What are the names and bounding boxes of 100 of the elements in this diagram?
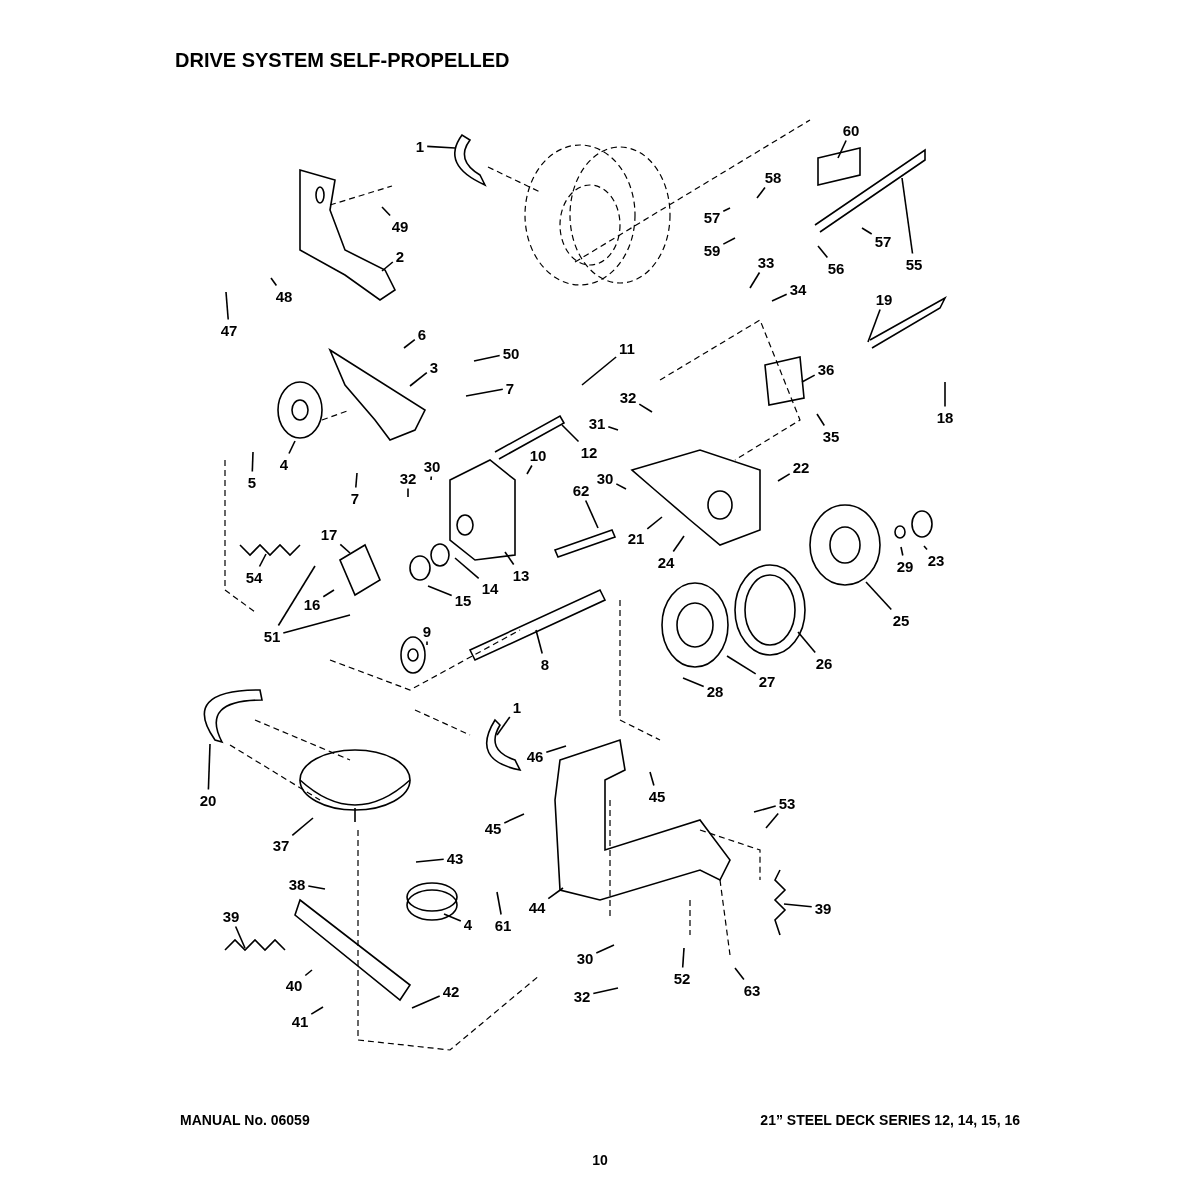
- leader-line: [535, 629, 543, 655]
- leader-line: [584, 499, 599, 529]
- leader-line: [403, 338, 416, 349]
- callout-number: 48: [274, 287, 294, 305]
- leader-line: [722, 237, 736, 245]
- leader-line: [307, 885, 326, 890]
- leader-line: [801, 374, 816, 383]
- leader-line: [777, 473, 791, 482]
- leader-line: [225, 291, 229, 321]
- callout-number: 42: [441, 982, 461, 1000]
- leader-line: [415, 858, 445, 863]
- leader-line: [681, 947, 685, 969]
- callout-number: 63: [742, 981, 762, 999]
- callout-number: 4: [278, 455, 290, 473]
- leader-line: [426, 640, 428, 646]
- callout-number: 12: [579, 443, 599, 461]
- leader-line: [900, 546, 904, 557]
- leader-line: [595, 944, 615, 954]
- callout-number: 16: [302, 595, 322, 613]
- callout-number: 45: [647, 787, 667, 805]
- callout-number: 19: [874, 290, 894, 308]
- leader-line: [867, 308, 881, 343]
- callout-number: 57: [873, 232, 893, 250]
- callout-number: 7: [504, 379, 516, 397]
- leader-line: [282, 614, 351, 634]
- leader-line: [797, 631, 816, 654]
- callout-number: 15: [453, 591, 473, 609]
- leader-line: [901, 177, 914, 255]
- callout-number: 44: [527, 898, 547, 916]
- callout-number: 39: [813, 899, 833, 917]
- callout-number: 58: [763, 168, 783, 186]
- callout-number: 50: [501, 344, 521, 362]
- page-title: DRIVE SYSTEM SELF-PROPELLED: [175, 50, 510, 70]
- leader-line: [381, 261, 394, 272]
- leader-line: [277, 565, 316, 627]
- callout-number: 21: [626, 529, 646, 547]
- leader-line: [734, 967, 745, 981]
- leader-line: [304, 969, 313, 977]
- callout-number: 24: [656, 553, 676, 571]
- callout-number: 17: [319, 525, 339, 543]
- callout-number: 38: [287, 875, 307, 893]
- callout-number: 4: [462, 915, 474, 933]
- callout-number: 51: [262, 627, 282, 645]
- callout-number: 45: [483, 819, 503, 837]
- callout-number: 32: [572, 987, 592, 1005]
- callout-number: 11: [618, 339, 636, 357]
- callout-number: 13: [511, 566, 531, 584]
- leader-line: [638, 403, 653, 413]
- callout-number: 14: [480, 579, 500, 597]
- leader-line: [496, 716, 511, 736]
- callout-number: 30: [422, 457, 442, 475]
- callout-number: 49: [390, 217, 410, 235]
- callout-number: 8: [539, 655, 551, 673]
- leader-line: [581, 356, 617, 386]
- manual-number: MANUAL No. 06059: [180, 1113, 310, 1127]
- leader-line: [270, 277, 278, 287]
- leader-line: [783, 903, 813, 908]
- leader-line: [816, 413, 826, 427]
- leader-line: [649, 771, 655, 787]
- series-note: 21” STEEL DECK SERIES 12, 14, 15, 16: [760, 1113, 1020, 1127]
- callout-number: 34: [788, 280, 808, 298]
- callout-number: 30: [595, 469, 615, 487]
- leader-line: [426, 145, 456, 149]
- leader-line: [771, 293, 788, 302]
- leader-line: [251, 451, 254, 473]
- callout-number: 32: [618, 388, 638, 406]
- callout-number: 59: [702, 241, 722, 259]
- leader-line: [615, 483, 627, 490]
- leader-line: [722, 207, 731, 213]
- leader-line: [753, 805, 777, 813]
- leader-line: [837, 139, 847, 159]
- leader-line: [756, 186, 766, 199]
- leader-line: [207, 743, 211, 791]
- leader-line: [339, 543, 351, 554]
- leader-line: [545, 745, 567, 754]
- leader-line: [443, 913, 462, 922]
- leader-line: [592, 987, 619, 995]
- callout-number: 1: [414, 137, 426, 155]
- leader-line: [607, 426, 619, 431]
- callout-number: 53: [777, 794, 797, 812]
- page-number: 10: [592, 1153, 608, 1167]
- leader-line: [258, 553, 267, 568]
- callout-number: 57: [702, 208, 722, 226]
- leader-line: [322, 589, 335, 598]
- callout-number: 30: [575, 949, 595, 967]
- leader-line: [765, 812, 779, 829]
- callout-number: 39: [221, 907, 241, 925]
- callout-number: 18: [935, 408, 955, 426]
- callout-number: 31: [587, 414, 607, 432]
- leader-line: [526, 464, 533, 475]
- leader-line: [817, 245, 829, 259]
- callout-number: 26: [814, 654, 834, 672]
- callout-number: 55: [904, 255, 924, 273]
- leader-line: [473, 354, 501, 362]
- callout-number: 5: [246, 473, 258, 491]
- leader-line: [646, 516, 663, 530]
- callout-number: 40: [284, 976, 304, 994]
- callout-number: 61: [493, 916, 513, 934]
- callout-number: 22: [791, 458, 811, 476]
- leader-line: [465, 388, 504, 397]
